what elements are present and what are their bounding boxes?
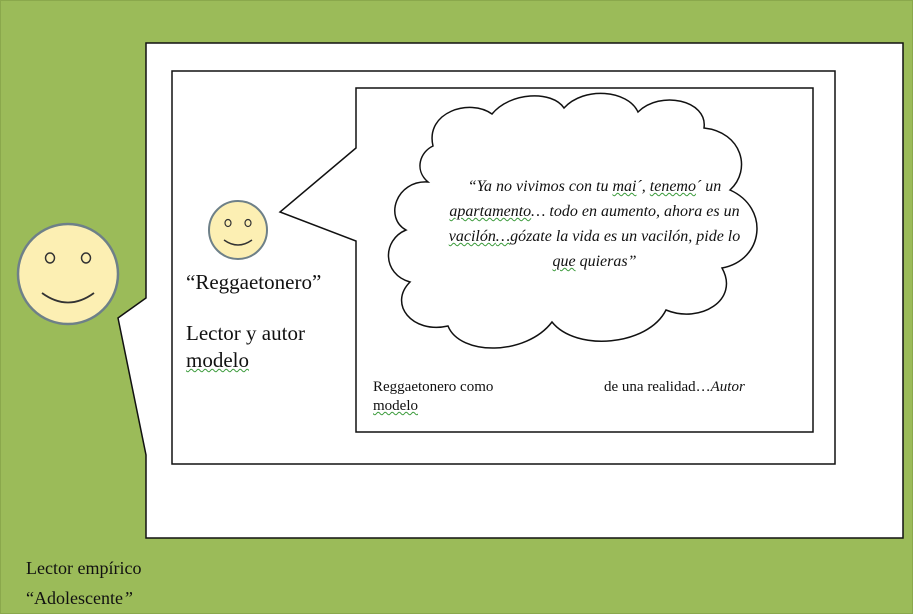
role-line-2: modelo (186, 348, 249, 372)
caption-right: de una realidad…Autor (604, 378, 804, 397)
quote-part: gózate la vida es un vacilón, pide lo (510, 228, 741, 245)
lector-autor-modelo-label: Lector y autor modelo (186, 320, 356, 374)
caption-right-text: de una realidad… (604, 379, 711, 395)
lector-empirico-label: Lector empírico “Adolescente” (26, 553, 326, 613)
smiley-face-large-icon (16, 222, 120, 326)
quote-word-vacilon: vacilón (448, 228, 496, 245)
role-line-1: Lector y autor (186, 321, 305, 345)
empirico-line-2-open: “Adolescente (26, 588, 123, 608)
empirico-line-2-close: ” (122, 588, 133, 608)
caption-left-modelo: modelo (373, 398, 418, 414)
quote-word-que: que (552, 253, 576, 270)
thought-cloud-icon (387, 92, 758, 349)
quote-word-tenemo: tenemo (649, 178, 696, 195)
caption-right-autor: Autor (710, 379, 745, 395)
quote-part: ´ un (695, 178, 722, 195)
smiley-face-small-icon (208, 200, 268, 260)
quote-part: “Ya no vivimos con tu (467, 178, 613, 195)
quote-part: quieras” (575, 253, 637, 270)
quote-ellipsis: … (495, 228, 511, 245)
quote-word-mai: mai (612, 178, 637, 195)
quote-part: ´, (636, 178, 650, 195)
caption-left: Reggaetonero como modelo (373, 378, 583, 416)
reggaetonero-label: “Reggaetonero” (186, 270, 322, 294)
quote-word-apartamento: apartamento (449, 203, 532, 220)
lyrics-quote: “Ya no vivimos con tu mai´, tenemo´ un ap… (402, 174, 787, 274)
empirico-line-1: Lector empírico (26, 558, 142, 578)
caption-left-text: Reggaetonero como (373, 379, 494, 395)
quote-part: … todo en aumento, ahora es un (531, 203, 740, 220)
